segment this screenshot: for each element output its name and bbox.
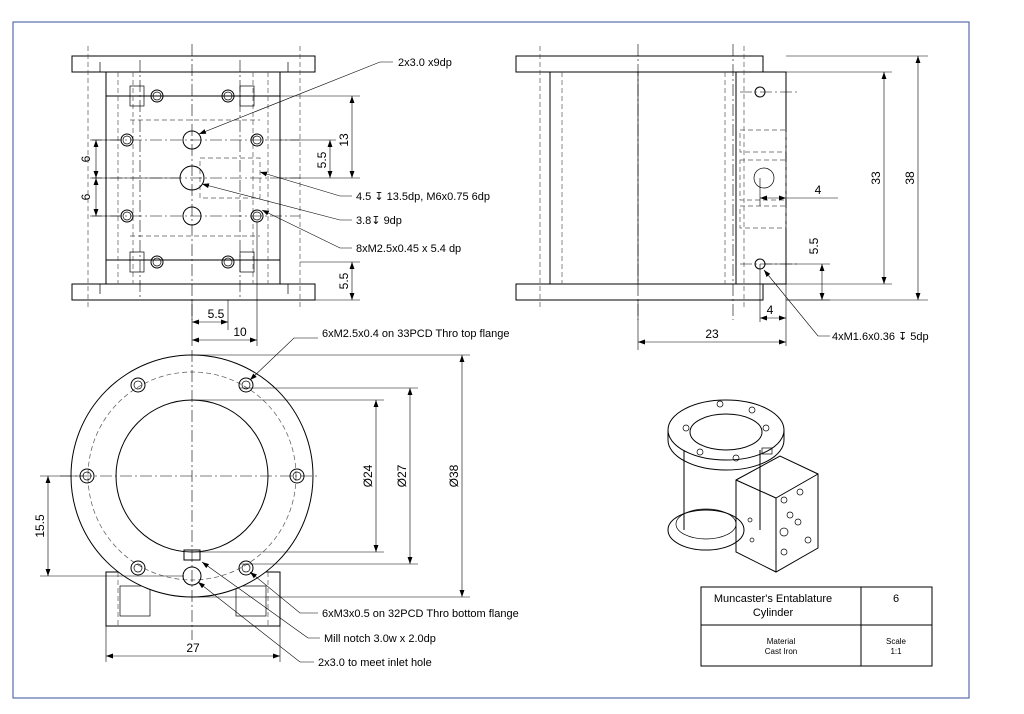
dim-23-side: 23 <box>705 327 719 341</box>
dim-27-plan: 27 <box>186 641 200 655</box>
material-value: Cast Iron <box>765 647 797 656</box>
dim-5-5-front-c: 5.5 <box>208 307 225 321</box>
dim-38-side: 38 <box>903 171 917 185</box>
note-4xM1-6: 4xM1.6x0.36 ↧ 5dp <box>832 331 929 343</box>
dim-15-5: 15.5 <box>33 514 47 538</box>
dim-4-side-a: 4 <box>815 183 822 197</box>
plan-view <box>60 350 320 640</box>
title-line-2: Cylinder <box>753 607 794 619</box>
plan-view-leaders: 6xM2.5x0.4 on 33PCD Thro top flange 6xM3… <box>197 328 519 669</box>
dim-33-side: 33 <box>869 171 883 185</box>
dim-13: 13 <box>337 133 351 147</box>
scale-label: Scale <box>886 637 907 646</box>
sheet-number: 6 <box>893 593 899 605</box>
front-view-leaders: 2x3.0 x9dp 4.5 ↧ 13.5dp, M6x0.75 6dp 3.8… <box>198 57 490 255</box>
dim-6-upper: 6 <box>79 155 93 162</box>
scale-value: 1:1 <box>890 647 902 656</box>
front-view <box>71 44 316 320</box>
dim-5-5-side: 5.5 <box>807 237 821 254</box>
note-mill-notch: Mill notch 3.0w x 2.0dp <box>324 633 436 645</box>
note-inlet: 2x3.0 to meet inlet hole <box>318 657 432 669</box>
note-hole-3-8: 3.8↧ 9dp <box>356 215 402 227</box>
title-line-1: Muncaster's Entablature <box>714 593 832 605</box>
dim-5-5-front-a: 5.5 <box>315 151 329 168</box>
dim-10: 10 <box>233 325 247 339</box>
title-block: Muncaster's Entablature Cylinder 6 Mater… <box>700 586 933 667</box>
plan-view-dimensions: Ø24 Ø27 Ø38 15.5 27 <box>33 354 470 662</box>
material-label: Material <box>767 637 796 646</box>
side-view-dimensions: 38 33 4 5.5 4 23 4xM1.6x0.36 ↧ 5dp <box>637 55 929 350</box>
note-bottom-flange: 6xM3x0.5 on 32PCD Thro bottom flange <box>322 608 519 620</box>
note-tapped-4-5: 4.5 ↧ 13.5dp, M6x0.75 6dp <box>356 191 490 203</box>
note-2x3-9dp: 2x3.0 x9dp <box>398 57 452 69</box>
dim-dia-38: Ø38 <box>447 464 461 487</box>
note-top-flange: 6xM2.5x0.4 on 33PCD Thro top flange <box>322 328 510 340</box>
dim-4-side-b: 4 <box>767 303 774 317</box>
dim-dia-24: Ø24 <box>361 464 375 487</box>
dim-6-lower: 6 <box>79 193 93 200</box>
drawing-frame <box>12 21 970 699</box>
front-view-dimensions: 13 5.5 6 6 5.5 5.5 10 <box>79 95 360 346</box>
side-view <box>515 44 800 320</box>
isometric-view <box>667 399 819 573</box>
note-8xM2-5: 8xM2.5x0.45 x 5.4 dp <box>356 243 461 255</box>
dim-5-5-front-b: 5.5 <box>337 272 351 289</box>
dim-dia-27: Ø27 <box>395 464 409 487</box>
